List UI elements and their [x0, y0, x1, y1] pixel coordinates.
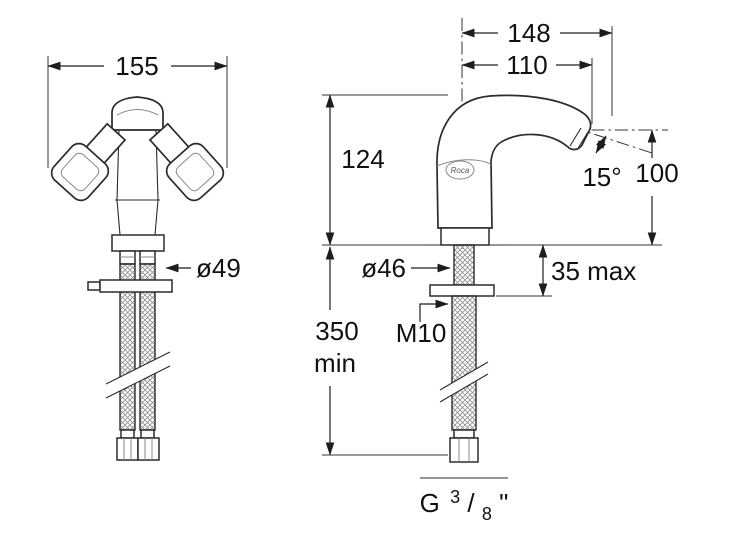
dimension-dia46: ø46: [361, 253, 451, 283]
side-view: 148 110 124 350 min: [314, 18, 679, 526]
spout-body-outline: [436, 94, 592, 229]
base-collar: [440, 227, 490, 246]
label-spray-angle: 15°: [582, 162, 621, 192]
hose-nuts-front: [116, 429, 160, 461]
dimension-35max: 35 max: [496, 244, 636, 297]
supply-hoses-front: [105, 263, 171, 431]
hose-nut-side: [449, 429, 479, 463]
front-view: 155: [47, 51, 241, 461]
break-line: [439, 361, 489, 391]
dimension-155: 155: [47, 51, 228, 168]
handle-left: [50, 122, 127, 202]
handle-right: [148, 122, 225, 202]
outlet-edge: [569, 127, 582, 147]
body-seam: [436, 159, 492, 167]
label-spout-reach: 110: [506, 50, 547, 80]
front-base: [111, 234, 165, 252]
break-line: [105, 365, 171, 399]
dimension-m10: M10: [396, 299, 449, 348]
dimension-angle-15: 15°: [571, 126, 653, 192]
dimension-350min: 350 min: [314, 246, 448, 456]
label-overall-reach: 148: [507, 18, 550, 48]
spray-axis-line: [571, 126, 653, 154]
label-base-diameter: ø46: [361, 253, 406, 283]
label-hose-length-qualifier: min: [314, 348, 356, 378]
brand-logo-text: Roca: [451, 166, 470, 175]
label-front-width: 155: [115, 51, 158, 81]
front-spout-head: [111, 96, 164, 131]
label-connection-thread: G 3 / 8 ": [420, 479, 509, 526]
front-spout-lip: [116, 109, 159, 116]
label-body-height: 124: [341, 144, 384, 174]
dimension-100: 100: [506, 129, 679, 246]
break-line: [439, 373, 489, 403]
mounting-bracket: [99, 279, 173, 293]
dimension-148: 148: [461, 18, 613, 116]
label-hose-length: 350: [315, 316, 358, 346]
label-shank-diameter: ø49: [196, 253, 241, 283]
bracket-tab: [87, 281, 101, 291]
mounting-flange: [429, 284, 495, 297]
faucet-side-body: Roca: [420, 94, 592, 479]
label-deck-thickness: 35 max: [551, 256, 636, 286]
dimension-dia49: ø49: [165, 253, 241, 283]
break-line: [105, 351, 171, 385]
label-stud-thread: M10: [396, 318, 447, 348]
label-outlet-height: 100: [635, 158, 678, 188]
brand-badge: [445, 160, 475, 180]
dimension-124: 124: [322, 94, 448, 246]
dimension-110: 110: [461, 50, 593, 124]
supply-hose-side: [439, 295, 489, 431]
outlet-edge: [576, 131, 589, 151]
threaded-stud: [453, 244, 475, 286]
faucet-front-body: [50, 96, 225, 461]
